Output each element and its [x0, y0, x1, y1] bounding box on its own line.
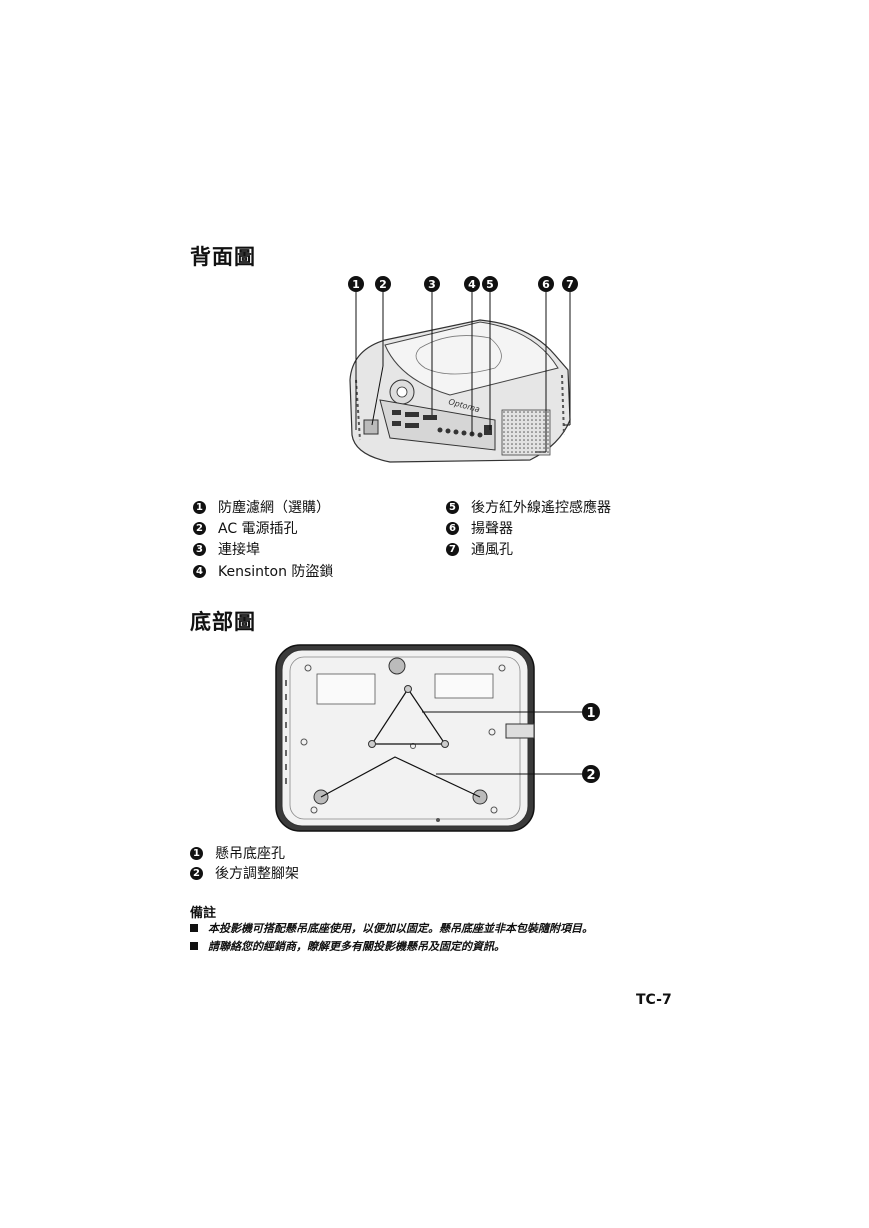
legend-text: Kensinton 防盜鎖: [218, 564, 334, 580]
note-line-2: 請聯絡您的經銷商，瞭解更多有關投影機懸吊及固定的資訊。: [190, 938, 505, 954]
legend-number-badge: 2: [193, 521, 206, 535]
note-line-1: 本投影機可搭配懸吊底座使用，以便加以固定。懸吊底座並非本包裝隨附項目。: [190, 920, 593, 936]
bullet-square-icon: [190, 924, 198, 932]
rear-leader-lines: [355, 292, 571, 453]
bottom-view-diagram: 1 2: [275, 644, 600, 832]
bottom-callout-2: 2: [582, 765, 600, 783]
rear-callout-2: 2: [375, 276, 391, 292]
rear-legend-item-7: 7 通風孔: [446, 539, 513, 559]
rear-legend-item-1: 1 防塵濾網（選購）: [193, 497, 330, 517]
rear-legend-item-6: 6 揚聲器: [446, 518, 513, 538]
bottom-legend-item-2: 2 後方調整腳架: [190, 863, 299, 883]
page-number: TC-7: [636, 992, 672, 1008]
legend-number-badge: 1: [190, 846, 203, 860]
rear-legend-item-3: 3 連接埠: [193, 539, 260, 559]
svg-text:1: 1: [352, 278, 360, 291]
svg-text:3: 3: [428, 278, 436, 291]
svg-text:2: 2: [586, 768, 595, 783]
bottom-legend-item-1: 1 懸吊底座孔: [190, 843, 285, 863]
projector-rear-body: Optoma: [349, 319, 571, 463]
svg-text:4: 4: [468, 278, 476, 291]
legend-text: 連接埠: [218, 542, 260, 558]
bottom-callout-1: 1: [582, 703, 600, 721]
legend-text: 通風孔: [471, 542, 513, 558]
rear-callout-7: 7: [562, 276, 578, 292]
legend-number-badge: 6: [446, 521, 459, 535]
legend-number-badge: 2: [190, 866, 203, 880]
svg-text:5: 5: [486, 278, 494, 291]
rear-callout-5: 5: [482, 276, 498, 292]
rear-legend-item-5: 5 後方紅外線遙控感應器: [446, 497, 611, 517]
legend-text: 後方紅外線遙控感應器: [471, 500, 611, 516]
legend-number-badge: 1: [193, 500, 206, 514]
rear-legend-item-4: 4 Kensinton 防盜鎖: [193, 561, 333, 581]
legend-number-badge: 5: [446, 500, 459, 514]
projector-bottom-body: [275, 644, 535, 832]
legend-text: 揚聲器: [471, 521, 513, 537]
legend-text: AC 電源插孔: [218, 521, 298, 537]
svg-text:1: 1: [586, 706, 595, 721]
rear-view-title: 背面圖: [190, 245, 256, 269]
note-text: 本投影機可搭配懸吊底座使用，以便加以固定。懸吊底座並非本包裝隨附項目。: [208, 922, 593, 935]
rear-callout-6: 6: [538, 276, 554, 292]
note-text: 請聯絡您的經銷商，瞭解更多有關投影機懸吊及固定的資訊。: [208, 940, 505, 953]
legend-text: 防塵濾網（選購）: [218, 500, 330, 516]
svg-text:2: 2: [379, 278, 387, 291]
svg-text:7: 7: [566, 278, 574, 291]
legend-text: 懸吊底座孔: [215, 846, 285, 862]
legend-number-badge: 4: [193, 564, 206, 578]
rear-callout-1: 1: [348, 276, 364, 292]
rear-callout-4: 4: [464, 276, 480, 292]
legend-number-badge: 7: [446, 542, 459, 556]
bottom-view-title: 底部圖: [190, 610, 256, 634]
legend-text: 後方調整腳架: [215, 866, 299, 882]
rear-view-diagram: 1 2 3 4 5 6 7 Optoma: [348, 276, 578, 463]
rear-legend-item-2: 2 AC 電源插孔: [193, 518, 298, 538]
legend-number-badge: 3: [193, 542, 206, 556]
rear-callout-3: 3: [424, 276, 440, 292]
bullet-square-icon: [190, 942, 198, 950]
note-title: 備註: [190, 906, 217, 921]
svg-text:6: 6: [542, 278, 550, 291]
